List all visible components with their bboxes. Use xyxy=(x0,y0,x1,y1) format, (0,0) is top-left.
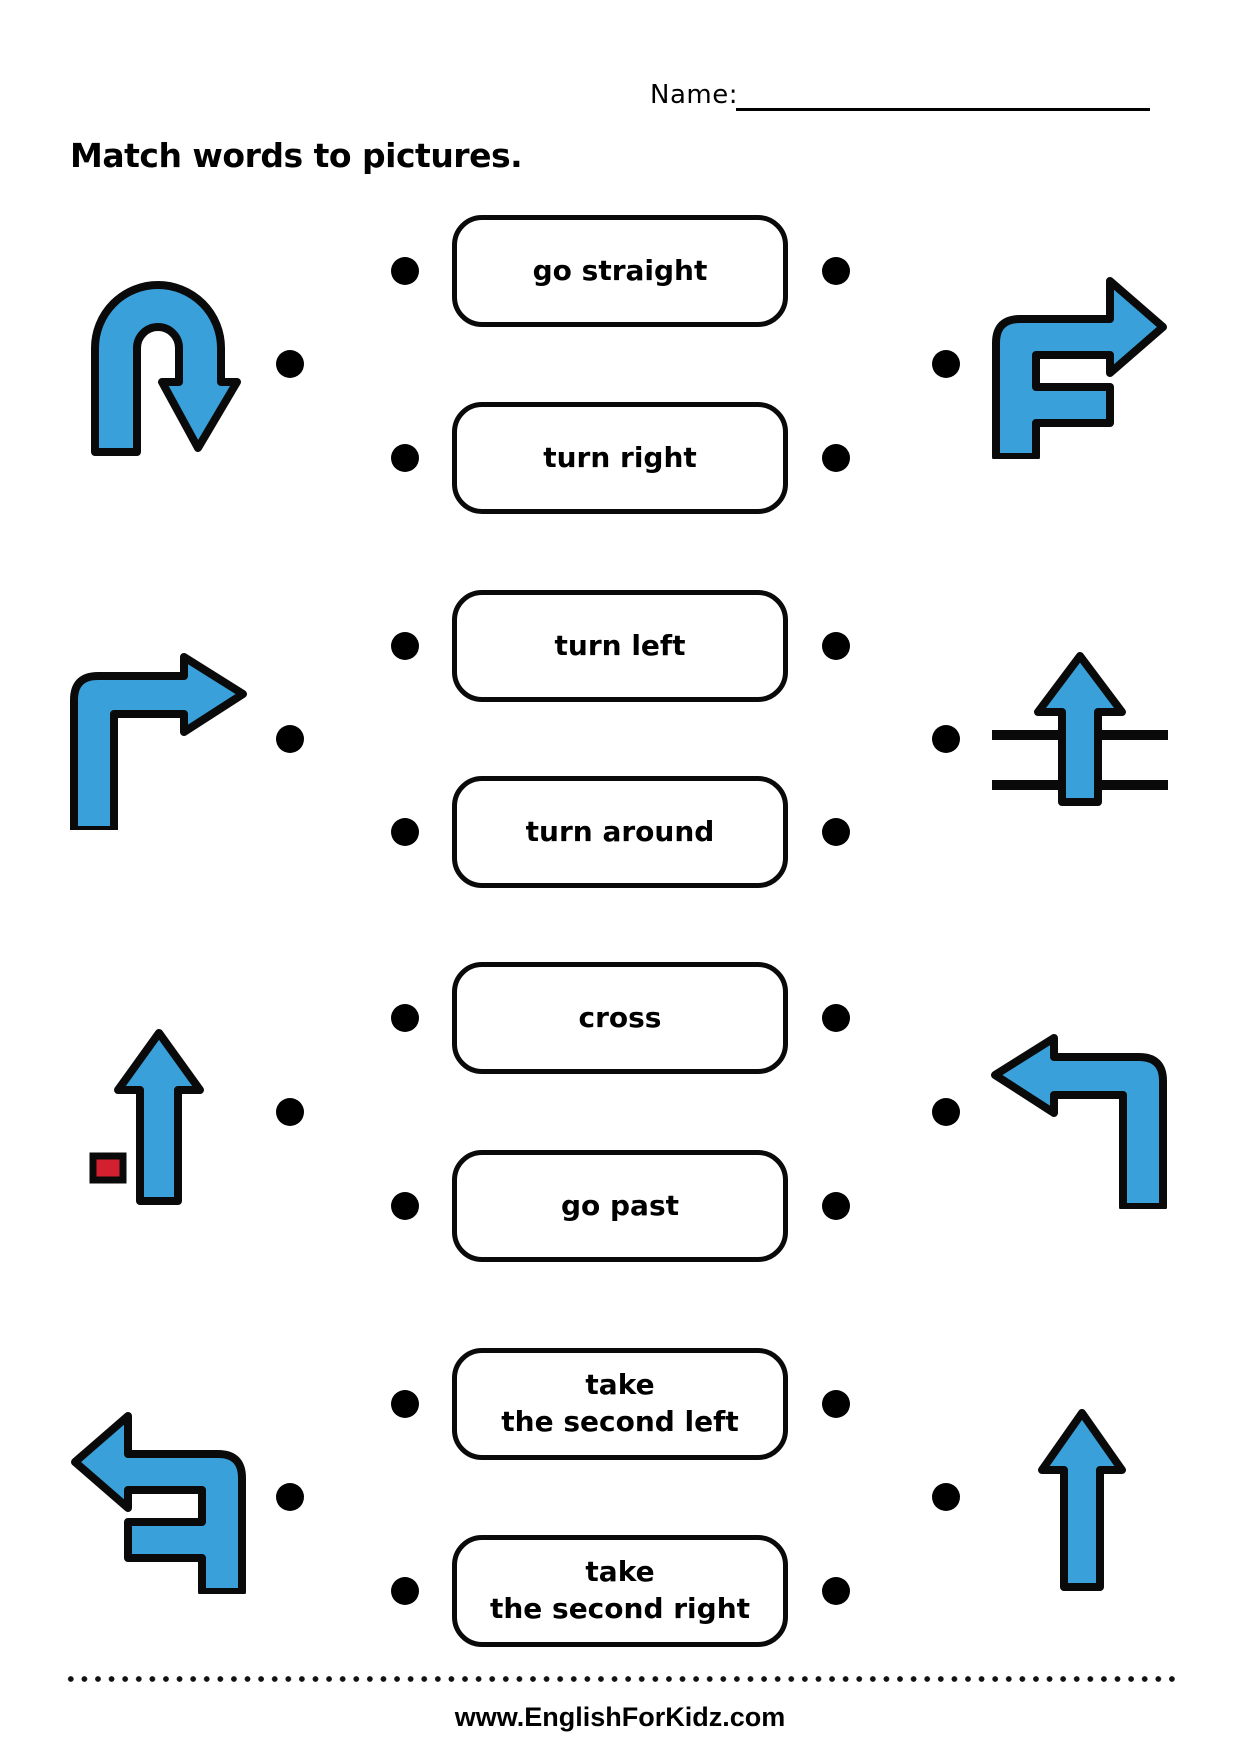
name-label: Name: xyxy=(650,80,738,110)
picture-cross[interactable] xyxy=(992,650,1168,808)
match-dot[interactable] xyxy=(822,1192,850,1220)
picture-go-straight[interactable] xyxy=(1038,1408,1126,1592)
take-the-second-left-arrow-icon xyxy=(71,1412,246,1594)
match-dot[interactable] xyxy=(276,350,304,378)
word-label: go past xyxy=(560,1188,679,1222)
word-box-turn-right[interactable]: turn right xyxy=(452,402,788,514)
cross-street-arrow-icon xyxy=(992,652,1168,806)
word-box-take-second-left[interactable]: take the second left xyxy=(452,1348,788,1460)
match-dot[interactable] xyxy=(391,1004,419,1032)
match-dot[interactable] xyxy=(822,1390,850,1418)
word-box-go-straight[interactable]: go straight xyxy=(452,215,788,327)
word-label: turn right xyxy=(543,440,697,474)
match-dot[interactable] xyxy=(822,818,850,846)
match-dot[interactable] xyxy=(822,257,850,285)
match-dot[interactable] xyxy=(391,257,419,285)
turn-left-arrow-icon xyxy=(991,1034,1167,1209)
go-straight-arrow-icon xyxy=(1038,1409,1126,1591)
take-the-second-right-arrow-icon xyxy=(992,277,1167,459)
match-dot[interactable] xyxy=(391,1390,419,1418)
word-label: cross xyxy=(578,1000,662,1034)
word-box-turn-left[interactable]: turn left xyxy=(452,590,788,702)
footer-website-url: www.EnglishForKidz.com xyxy=(454,1702,786,1732)
name-input-line[interactable] xyxy=(736,78,1150,111)
page-title: Match words to pictures. xyxy=(70,136,523,175)
word-label: the second left xyxy=(501,1405,739,1438)
match-dot[interactable] xyxy=(932,1098,960,1126)
u-turn-arrow-icon xyxy=(91,281,241,456)
match-dot[interactable] xyxy=(822,1004,850,1032)
word-label: turn around xyxy=(525,814,715,848)
picture-take-second-right[interactable] xyxy=(992,277,1168,459)
word-label: the second right xyxy=(489,1592,751,1625)
word-box-turn-around[interactable]: turn around xyxy=(452,776,788,888)
footer-dotted-line xyxy=(64,1676,1176,1682)
match-dot[interactable] xyxy=(391,632,419,660)
word-box-go-past[interactable]: go past xyxy=(452,1150,788,1262)
go-past-arrow-icon xyxy=(89,1029,204,1205)
picture-turn-right[interactable] xyxy=(70,652,248,830)
match-dot[interactable] xyxy=(391,1192,419,1220)
match-dot[interactable] xyxy=(391,818,419,846)
match-dot[interactable] xyxy=(932,725,960,753)
match-dot[interactable] xyxy=(932,1483,960,1511)
match-dot[interactable] xyxy=(391,1577,419,1605)
word-label: go straight xyxy=(532,253,708,287)
picture-go-past[interactable] xyxy=(85,1028,205,1206)
match-dot[interactable] xyxy=(276,1098,304,1126)
match-dot[interactable] xyxy=(391,444,419,472)
match-dot[interactable] xyxy=(822,444,850,472)
word-label: take xyxy=(585,1555,655,1589)
word-box-cross[interactable]: cross xyxy=(452,962,788,1074)
match-dot[interactable] xyxy=(822,632,850,660)
match-dot[interactable] xyxy=(276,1483,304,1511)
turn-right-arrow-icon xyxy=(70,653,247,830)
match-dot[interactable] xyxy=(822,1577,850,1605)
word-box-take-second-right[interactable]: take the second right xyxy=(452,1535,788,1647)
picture-turn-left[interactable] xyxy=(990,1032,1167,1209)
match-dot[interactable] xyxy=(276,725,304,753)
picture-turn-around[interactable] xyxy=(86,276,246,458)
word-label: take xyxy=(585,1368,655,1402)
picture-take-second-left[interactable] xyxy=(70,1412,246,1594)
word-label: turn left xyxy=(554,628,686,662)
match-dot[interactable] xyxy=(932,350,960,378)
